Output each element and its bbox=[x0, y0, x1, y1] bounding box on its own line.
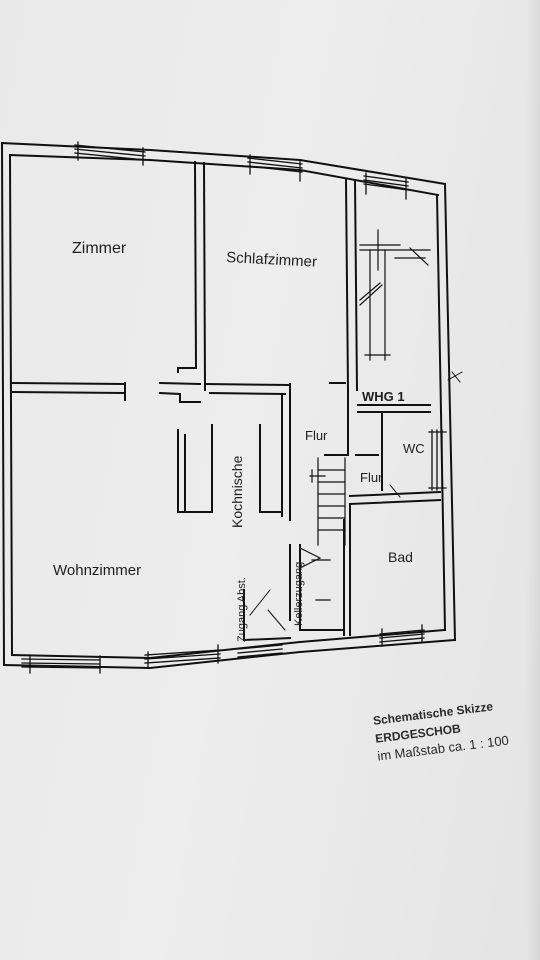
entry-stairs bbox=[359, 229, 431, 361]
windows bbox=[21, 141, 447, 674]
page-edge-shadow bbox=[526, 0, 540, 960]
room-label-flur-main: Flur bbox=[305, 428, 328, 443]
room-label-zimmer: Zimmer bbox=[72, 240, 127, 257]
room-label-wc: WC bbox=[403, 441, 425, 456]
room-label-bad: Bad bbox=[388, 549, 413, 565]
door-swings bbox=[249, 371, 463, 631]
room-label-kochnische: Kochnische bbox=[229, 455, 245, 528]
interior-walls bbox=[10, 160, 442, 642]
outer-walls bbox=[0, 141, 457, 670]
room-label-kellerzugang: Kellerzugang bbox=[293, 562, 305, 626]
room-label-flur-small: Flur bbox=[360, 470, 383, 485]
room-label-wohnzimmer: Wohnzimmer bbox=[53, 562, 141, 579]
room-label-schlafzimmer: Schlafzimmer bbox=[226, 249, 318, 271]
room-label-zugang: Zugang Abst. bbox=[236, 577, 248, 642]
apartment-label: WHG 1 bbox=[362, 389, 405, 404]
stairs bbox=[299, 457, 346, 601]
